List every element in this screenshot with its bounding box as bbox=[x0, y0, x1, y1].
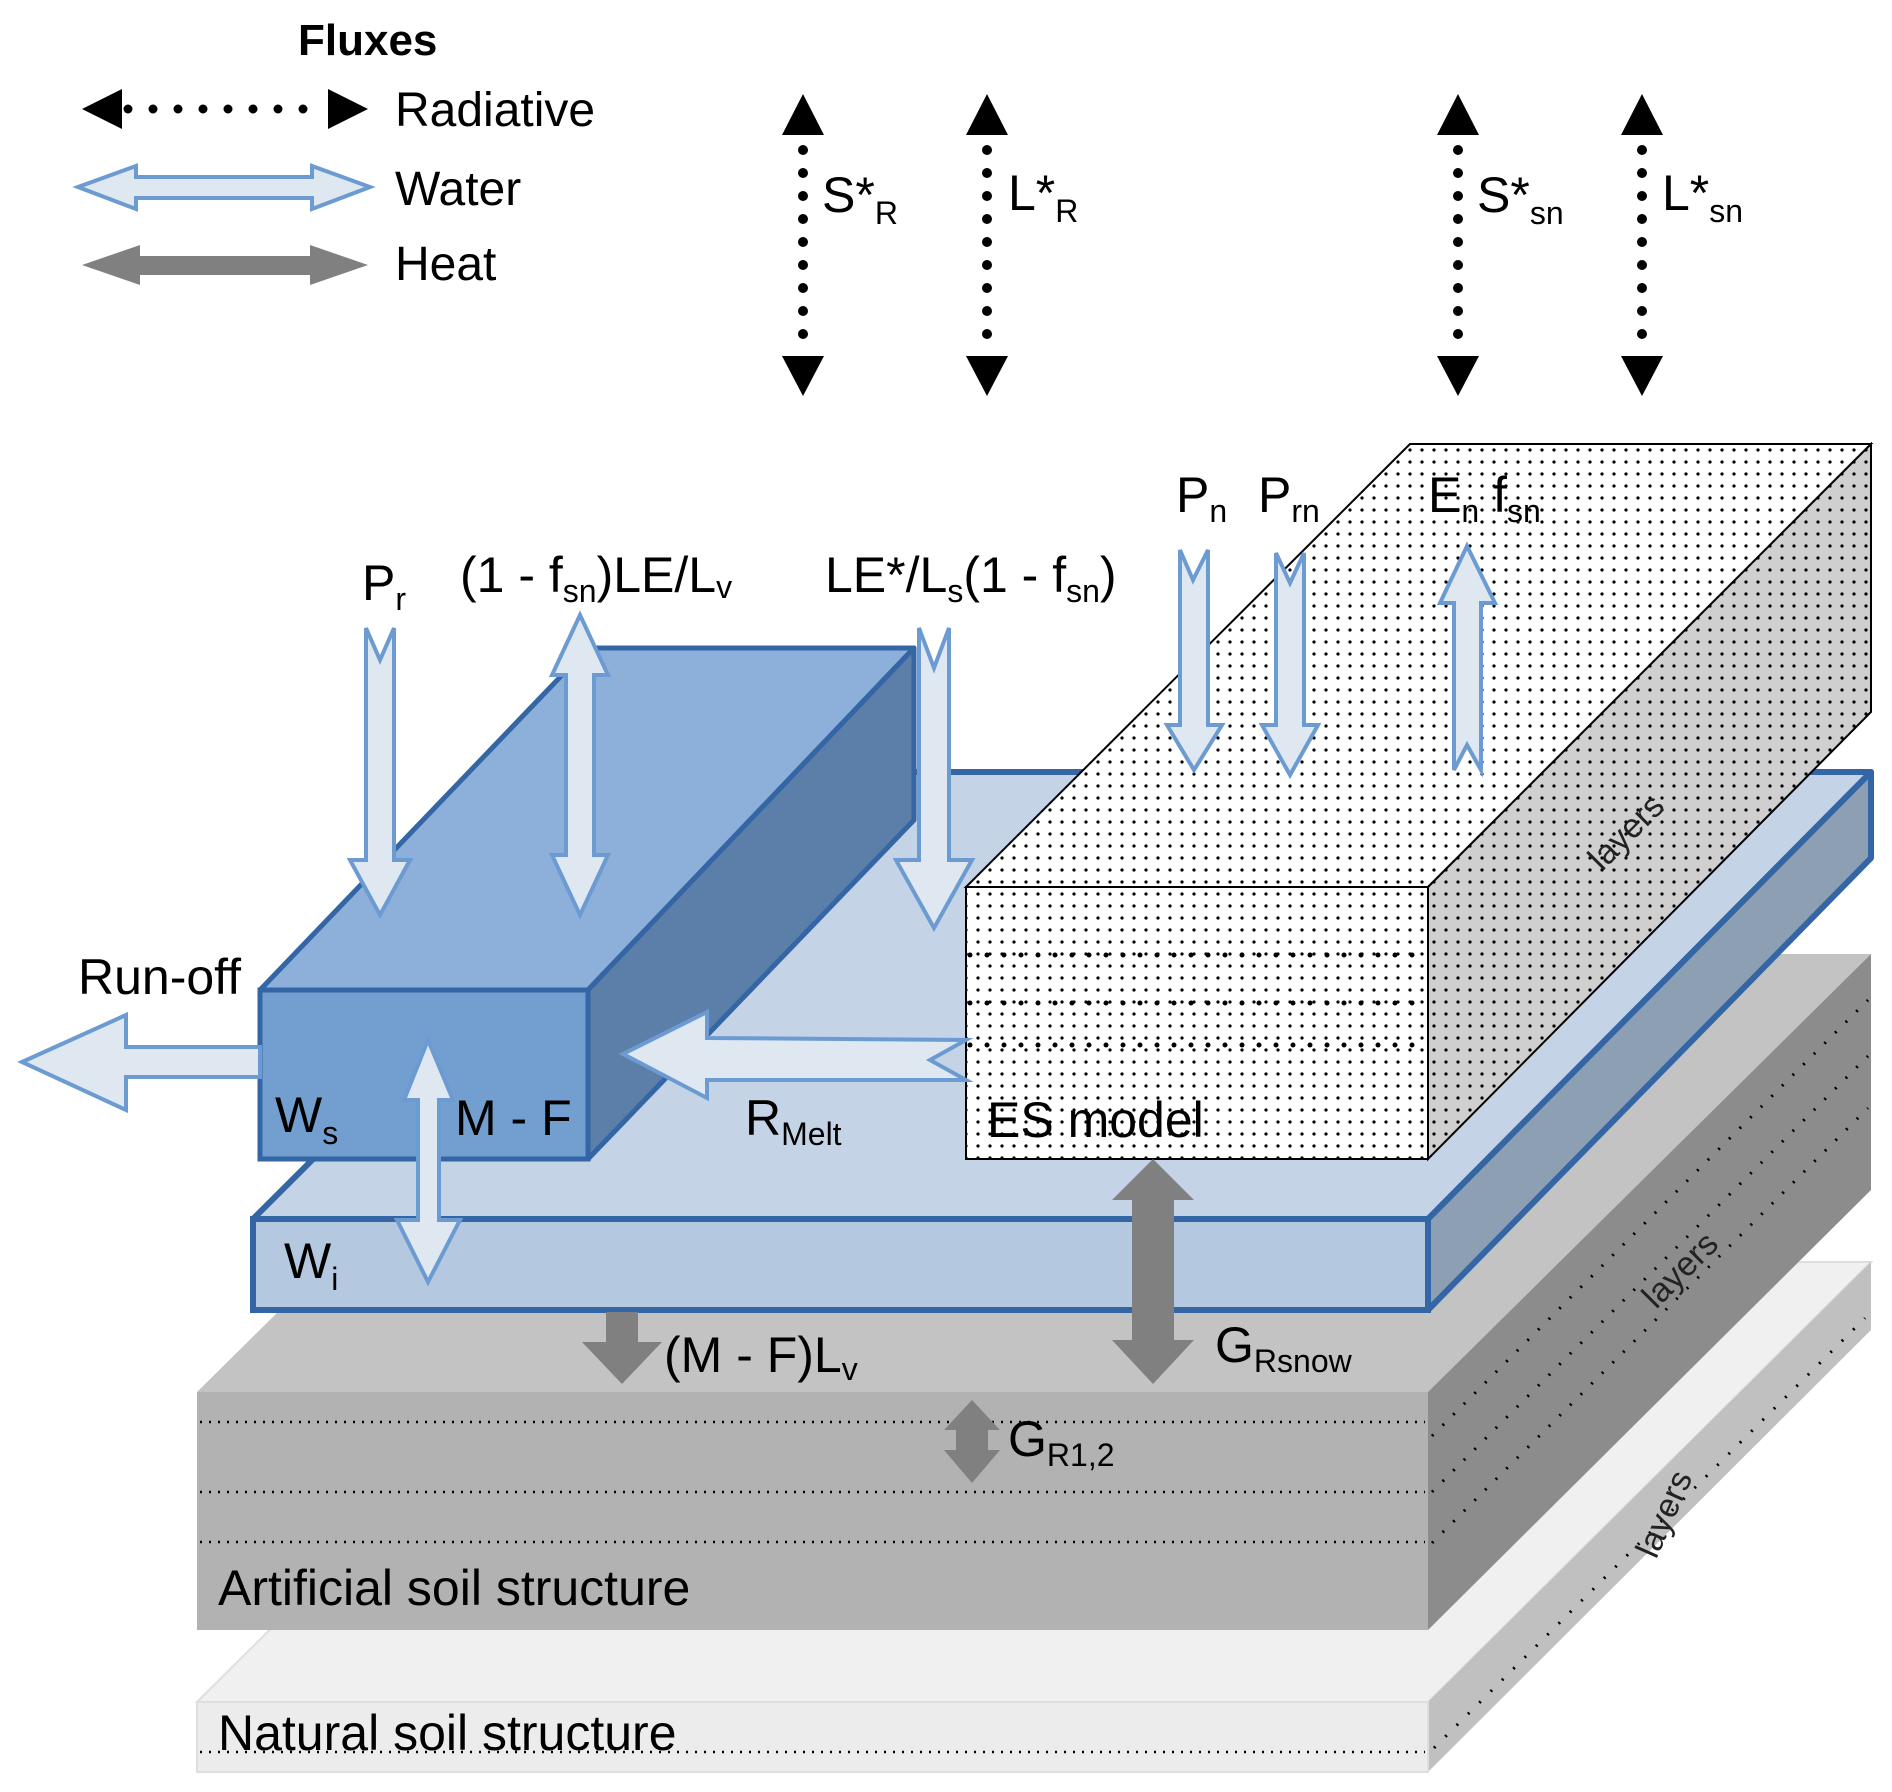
artificial-soil-side bbox=[1428, 954, 1871, 1630]
arrow-p-r bbox=[346, 627, 414, 920]
legend-water-label: Water bbox=[395, 163, 521, 216]
water-flux-labels: Pr (1 - fsn)LE/Lv LE*/Ls(1 - fsn) Pn Prn… bbox=[78, 467, 1541, 1152]
label-p-n: Pn bbox=[1176, 467, 1227, 529]
label-evap-road: (1 - fsn)LE/Lv bbox=[460, 547, 732, 609]
radiative-arrow-l-road bbox=[966, 94, 1008, 396]
radiative-arrow-s-snow bbox=[1437, 94, 1479, 396]
label-p-r: Pr bbox=[362, 555, 406, 617]
arrow-mf-lv bbox=[582, 1312, 662, 1384]
label-p-rn: Prn bbox=[1258, 467, 1320, 529]
label-runoff: Run-off bbox=[78, 949, 241, 1005]
label-s-road: S*R bbox=[822, 167, 898, 231]
radiative-arrow-s-road bbox=[782, 94, 824, 396]
legend-radiative-icon bbox=[82, 89, 368, 129]
arrow-runoff bbox=[17, 1011, 262, 1114]
legend-radiative-label: Radiative bbox=[395, 84, 595, 137]
artificial-soil-label: Artificial soil structure bbox=[218, 1560, 690, 1616]
legend-heat-icon bbox=[82, 245, 368, 285]
snow-model-box: ES model layers bbox=[963, 441, 1874, 1162]
label-mf-lv: (M - F)Lv bbox=[664, 1327, 858, 1387]
label-e-n: En fsn bbox=[1428, 467, 1541, 529]
legend-title: Fluxes bbox=[298, 16, 437, 65]
water-flux-arrows bbox=[17, 541, 1499, 1287]
label-l-road: L*R bbox=[1008, 165, 1078, 229]
label-s-snow: S*sn bbox=[1477, 167, 1564, 231]
arrow-m-f bbox=[393, 1034, 464, 1287]
label-l-snow: L*sn bbox=[1662, 165, 1743, 229]
radiative-arrow-l-snow bbox=[1621, 94, 1663, 396]
arrow-e-n bbox=[1436, 541, 1499, 778]
label-g-r12: GR1,2 bbox=[1008, 1411, 1115, 1473]
arrow-p-n bbox=[1163, 549, 1226, 774]
label-evap-ice: LE*/Ls(1 - fsn) bbox=[825, 547, 1117, 609]
label-r-melt: RMelt bbox=[745, 1090, 842, 1152]
arrow-evap-road bbox=[548, 610, 612, 920]
legend-heat-label: Heat bbox=[395, 238, 496, 291]
arrow-p-rn bbox=[1258, 552, 1322, 780]
arrow-evap-ice bbox=[892, 627, 976, 933]
arrow-g-rsnow bbox=[1112, 1159, 1194, 1384]
legend: Fluxes Radiative Water Heat bbox=[72, 16, 595, 291]
snow-model-label: ES model bbox=[987, 1092, 1204, 1148]
label-g-rsnow: GRsnow bbox=[1215, 1317, 1353, 1379]
arrow-g-r12 bbox=[944, 1400, 1000, 1483]
heat-flux-labels: (M - F)Lv GRsnow GR1,2 bbox=[664, 1317, 1353, 1473]
label-wi: Wi bbox=[284, 1233, 338, 1297]
natural-soil-side bbox=[1428, 1262, 1871, 1772]
arrow-r-melt bbox=[618, 1008, 974, 1102]
natural-soil-label: Natural soil structure bbox=[218, 1705, 677, 1761]
heat-flux-arrows bbox=[582, 1159, 1194, 1483]
label-ws: Ws bbox=[275, 1087, 338, 1151]
label-m-f: M - F bbox=[455, 1090, 572, 1146]
artificial-soil-front bbox=[197, 1392, 1428, 1630]
legend-water-icon bbox=[72, 163, 376, 212]
natural-soil-front bbox=[196, 1701, 1429, 1773]
radiative-arrows: S*R L*R S*sn L*sn bbox=[782, 94, 1743, 396]
